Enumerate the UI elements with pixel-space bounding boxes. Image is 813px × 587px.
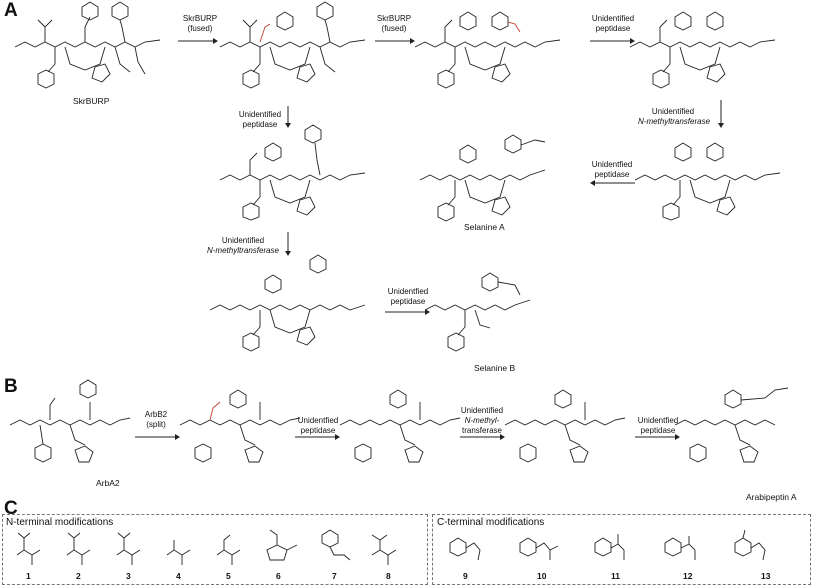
c-mod-11: 11 [611,571,620,581]
n-terminal-structures [12,529,412,570]
arrow-a6 [285,106,291,128]
panel-a-letter: A [4,0,18,21]
arrow-b1 [135,434,180,440]
n-mod-8: 8 [386,571,391,581]
n-mod-3: 3 [126,571,131,581]
step-b1-label: ArbB2(split) [144,410,168,429]
n-terminal-box [2,514,428,585]
selanine-a-label: Selanine A [464,222,505,232]
n-mod-4: 4 [176,571,181,581]
arrow-a3 [590,38,635,44]
arrow-a1 [178,38,218,44]
arrow-a5 [590,180,635,186]
c-terminal-structures [440,528,800,570]
arba2-structure [5,379,155,480]
c-mod-9: 9 [463,571,468,581]
skrburp-label: SkrBURP [73,96,110,106]
n-mod-5: 5 [226,571,231,581]
c-terminal-box [432,514,811,585]
step-a1-label: SkrBURP(fused) [182,14,218,33]
arba2-label: ArbA2 [96,478,120,488]
skrburp-structure [10,1,185,97]
c-mod-10: 10 [537,571,547,581]
arrow-a8 [385,309,430,315]
intermediate-b2-structure [335,380,475,480]
c-mod-13: 13 [761,571,771,581]
arrow-a2 [375,38,415,44]
intermediate-a6-structure [200,254,390,355]
panel-b-letter: B [4,376,18,397]
panel-c-letter: C [4,498,18,519]
n-mod-7: 7 [332,571,337,581]
intermediate-a3-structure [625,2,810,97]
intermediate-a1-structure [215,1,390,97]
n-mod-1: 1 [26,571,31,581]
arabipeptin-a-structure [670,380,810,480]
n-mod-6: 6 [276,571,281,581]
intermediate-b1-structure [175,380,315,480]
step-a2-label: SkrBURP(fused) [376,14,412,33]
c-mod-12: 12 [683,571,693,581]
intermediate-a4-structure [205,120,390,221]
selanine-b-label: Selanine B [474,363,516,373]
arrow-b2 [295,434,340,440]
intermediate-b3-structure [500,380,640,480]
arrow-b3 [460,434,505,440]
arrow-a4 [718,100,724,128]
arabipeptin-a-label: Arabipeptin A [746,492,797,502]
arrow-a7 [285,232,291,256]
selanine-b-structure [420,270,565,360]
n-terminal-title: N-terminal modifications [6,517,114,528]
n-mod-2: 2 [76,571,81,581]
intermediate-a2-structure [410,2,590,97]
intermediate-a5-structure [625,120,810,221]
c-terminal-title: C-terminal modifications [437,517,545,528]
selanine-a-structure [410,130,590,225]
arrow-b4 [635,434,680,440]
